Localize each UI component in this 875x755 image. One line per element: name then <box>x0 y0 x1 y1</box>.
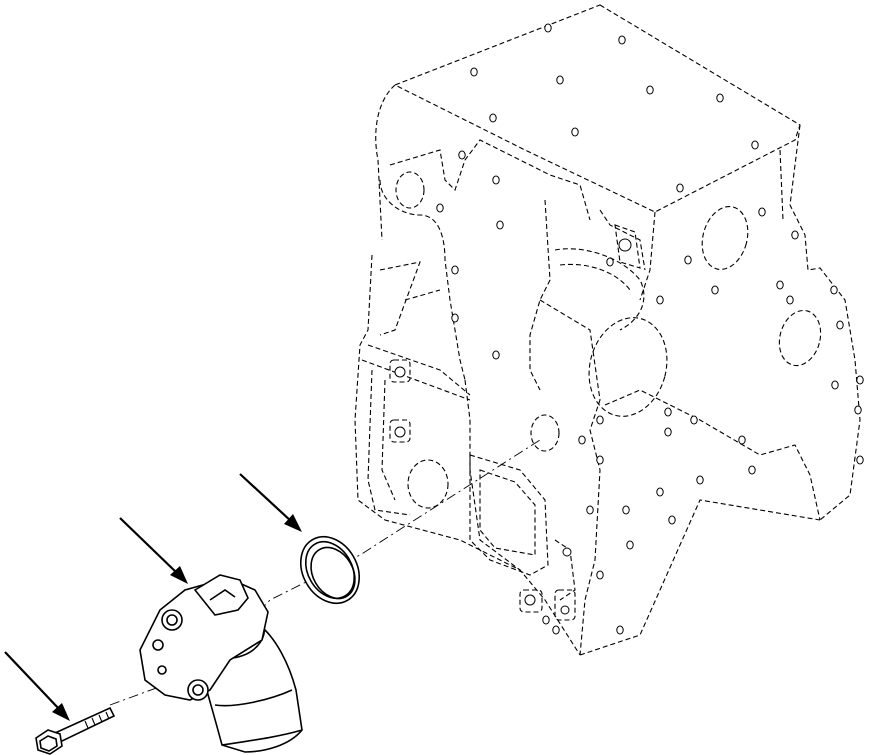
seal-ring <box>299 536 361 604</box>
bolt-hole <box>664 407 672 417</box>
bolt-hole <box>618 35 626 45</box>
bolt-hole <box>856 455 864 465</box>
bolt-hole <box>451 313 459 323</box>
bolt-hole <box>776 280 784 290</box>
bolt-hole <box>470 67 478 77</box>
block-bolt-holes <box>436 23 864 635</box>
bolt-hole <box>586 505 594 515</box>
bolt-hole <box>458 150 466 160</box>
bolt-hole <box>656 487 664 497</box>
bolt-hole <box>492 350 500 360</box>
bolt-hole <box>830 285 838 295</box>
bolt-hole <box>738 435 746 445</box>
bolt-hole <box>492 175 500 185</box>
flange-bolt <box>35 706 116 755</box>
bolt-hole <box>544 23 552 33</box>
bolt-hole <box>596 415 604 425</box>
bolt-hole <box>791 230 799 240</box>
bolt-hole <box>690 415 698 425</box>
bolt-hole <box>716 93 724 103</box>
bolt-hole <box>542 615 550 625</box>
bolt-hole <box>616 625 624 635</box>
bolt-hole <box>578 435 586 445</box>
bolt-hole <box>696 475 704 485</box>
bolt-hole <box>676 183 684 193</box>
bolt-hole <box>854 405 862 415</box>
bolt-hole <box>596 570 604 580</box>
bolt-hole <box>606 257 614 267</box>
bolt-hole <box>622 505 630 515</box>
bolt-hole <box>626 540 634 550</box>
bolt-hole <box>571 127 579 137</box>
water-outlet-elbow <box>139 574 303 753</box>
bolt-hole <box>496 220 504 230</box>
bolt-hole <box>668 515 676 525</box>
bolt-hole <box>656 295 664 305</box>
bolt-hole <box>748 465 756 475</box>
bolt-hole <box>489 113 497 123</box>
bolt-hole <box>758 207 766 217</box>
bolt-hole <box>596 455 604 465</box>
bolt-hole <box>436 203 444 213</box>
engine-block <box>354 4 861 656</box>
bolt-hole <box>552 625 560 635</box>
bolt-hole <box>751 140 759 150</box>
callout-arrow-seal <box>239 473 302 532</box>
bolt-hole <box>556 75 564 85</box>
bolt-hole <box>786 295 794 305</box>
bolt-hole <box>451 265 459 275</box>
bolt-hole <box>646 85 654 95</box>
bolt-hole <box>831 380 839 390</box>
bolt-hole <box>856 375 864 385</box>
bolt-hole <box>684 255 692 265</box>
callout-arrow-elbow <box>119 517 188 584</box>
bolt-hole <box>711 285 719 295</box>
bolt-hole <box>836 320 844 330</box>
callout-arrow-bolt <box>4 651 70 721</box>
bolt-hole <box>664 427 672 437</box>
